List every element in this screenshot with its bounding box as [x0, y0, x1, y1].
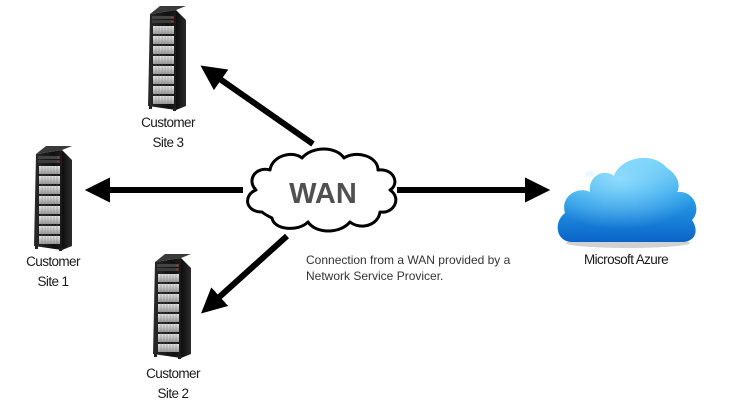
server-rack-icon-site-1 — [33, 145, 73, 252]
arrow-to-site-2 — [201, 233, 290, 314]
connection-note: Connection from a WAN provided by a Netw… — [306, 253, 511, 283]
site-2-label: Customer Site 2 — [146, 366, 200, 401]
server-rack-icon-site-3 — [147, 5, 187, 112]
arrow-to-site-3 — [200, 65, 315, 147]
site-1-label: Customer Site 1 — [26, 254, 80, 289]
site-3-label: Customer Site 3 — [141, 115, 195, 150]
azure-cloud-icon — [557, 157, 697, 248]
azure-label: Microsoft Azure — [583, 252, 669, 267]
wan-label: WAN — [289, 178, 357, 210]
wan-cloud-icon: WAN — [246, 147, 398, 233]
server-rack-icon-site-2 — [152, 253, 192, 360]
